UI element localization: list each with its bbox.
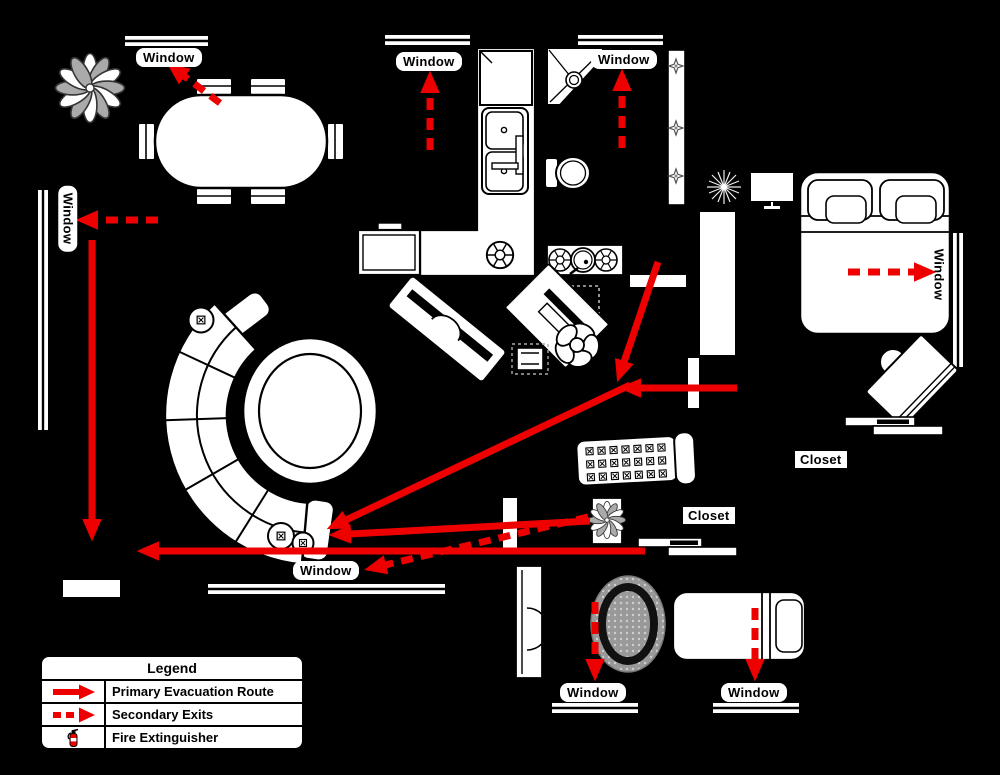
window-label-left-wall: Window — [58, 185, 78, 252]
serving-tray — [546, 244, 624, 276]
potted-plant-hall — [587, 497, 627, 545]
tv-stand — [749, 171, 795, 209]
kitchen-island — [356, 222, 422, 277]
window-label-dining: Window — [136, 48, 202, 67]
window-wall-bathroom-top — [578, 35, 663, 45]
closet-label-hall: Closet — [683, 507, 735, 524]
primary-evacuation-routes — [82, 240, 737, 561]
window-label-living: Window — [293, 561, 359, 580]
window-label-bedroom: Window — [931, 248, 947, 301]
double-bed — [798, 170, 952, 336]
window-wall-bottom-left — [552, 703, 638, 713]
printer-cart — [511, 343, 549, 375]
secondary-exit-routes — [75, 63, 937, 682]
plant-dining — [54, 52, 126, 124]
window-label-bedroom2-a: Window — [560, 683, 626, 702]
window-wall-living-bottom — [208, 584, 445, 594]
fire-extinguisher-icon — [42, 727, 106, 748]
light-starburst — [707, 170, 741, 204]
dining-table — [153, 93, 329, 190]
hall-closet-door — [637, 537, 738, 557]
legend: Legend Primary Evacuation Route Secondar… — [40, 655, 304, 750]
legend-label-primary: Primary Evacuation Route — [112, 684, 274, 699]
bathroom-shelf — [667, 49, 686, 206]
legend-row-secondary: Secondary Exits — [42, 704, 302, 727]
secondary-exit-dining-window — [166, 63, 223, 106]
window-wall-kitchen-top — [385, 35, 470, 45]
legend-row-primary: Primary Evacuation Route — [42, 681, 302, 704]
media-console — [387, 275, 507, 383]
secondary-exit-living-window — [364, 513, 589, 575]
solid-red-arrow-icon — [42, 681, 106, 702]
refrigerator — [479, 50, 533, 106]
hallway-partition-wall — [700, 212, 735, 355]
primary-route-hall-living — [326, 381, 632, 530]
window-wall-left — [38, 190, 48, 430]
window-wall-dining-top — [125, 36, 208, 46]
legend-label-secondary: Secondary Exits — [112, 707, 214, 722]
toilet — [544, 156, 591, 190]
sectional-sofa — [163, 291, 335, 566]
dashed-red-arrow-icon — [42, 704, 106, 725]
stove-burner — [485, 240, 515, 270]
office-chair — [554, 322, 600, 368]
window-label-kitchen: Window — [396, 52, 462, 71]
legend-title: Legend — [42, 657, 302, 681]
window-wall-bedroom-right — [953, 233, 963, 367]
window-wall-bottom-right — [713, 703, 799, 713]
window-label-bathroom: Window — [591, 50, 657, 69]
wall-segment-hall-top — [630, 275, 686, 287]
twin-bed — [671, 590, 807, 662]
legend-row-extinguisher: Fire Extinguisher — [42, 727, 302, 748]
tufted-bench — [575, 431, 697, 487]
closet-label-bedroom: Closet — [795, 451, 847, 468]
primary-route-kitchen-hall — [615, 260, 662, 383]
dresser — [515, 565, 549, 679]
bedroom-closet-door — [844, 416, 944, 436]
oval-rug — [590, 575, 666, 673]
bedroom-desk — [865, 334, 959, 428]
primary-route-bedroom2-living — [328, 517, 591, 544]
window-label-bedroom2-b: Window — [721, 683, 787, 702]
wall-segment-hall-door — [688, 358, 699, 408]
round-rug — [241, 336, 379, 486]
kitchen-sink — [481, 107, 529, 195]
wall-pier-bottom-left — [63, 580, 120, 597]
legend-label-extinguisher: Fire Extinguisher — [112, 730, 219, 745]
